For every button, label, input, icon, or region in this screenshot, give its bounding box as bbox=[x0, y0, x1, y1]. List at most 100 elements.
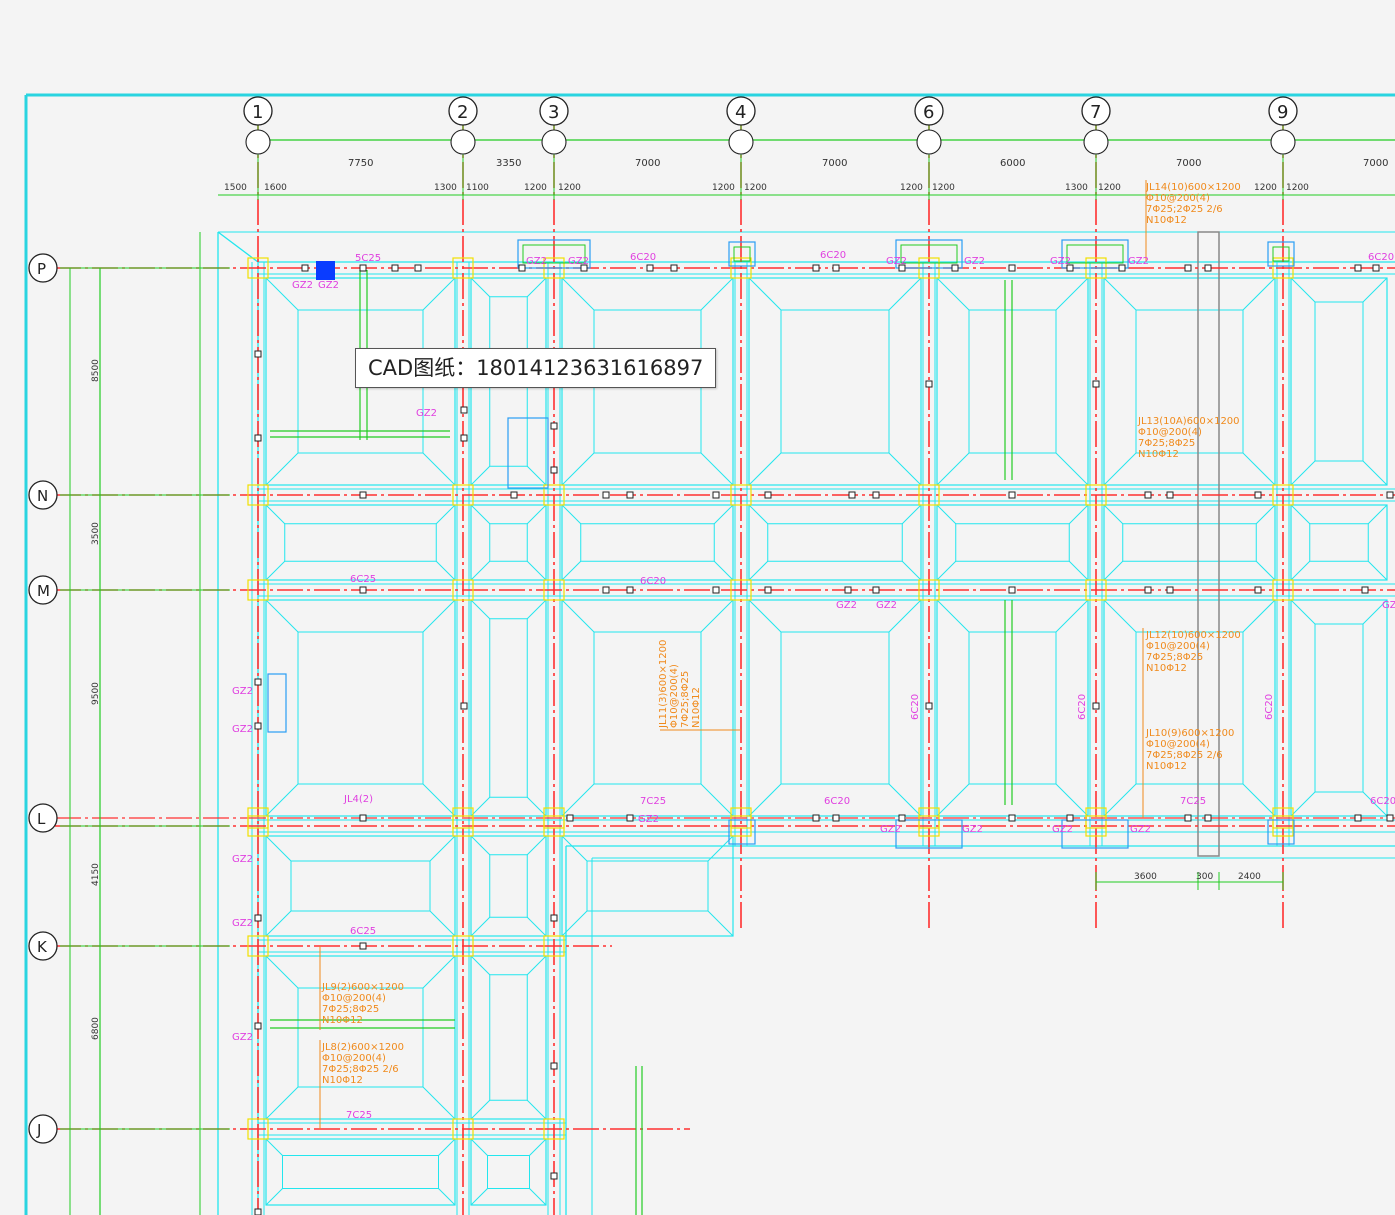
footing-inner bbox=[780, 631, 890, 785]
beam-label-jl9: N10Φ12 bbox=[322, 1015, 363, 1026]
axis-label-top: 3 bbox=[548, 102, 559, 123]
footing-chamfer bbox=[901, 560, 922, 581]
rebar-tag: 7C25 bbox=[1180, 796, 1206, 807]
footing-chamfer bbox=[265, 452, 299, 486]
beam-node bbox=[832, 814, 840, 822]
beam-node bbox=[1372, 264, 1380, 272]
footing-inner bbox=[586, 860, 709, 912]
footing-outer bbox=[1290, 277, 1388, 486]
axis-label-top: 1 bbox=[252, 102, 263, 123]
pile-cap bbox=[1267, 241, 1295, 267]
beam-node bbox=[254, 722, 262, 730]
beam-node bbox=[254, 350, 262, 358]
footing-chamfer bbox=[470, 796, 491, 817]
footing-chamfer bbox=[700, 452, 734, 486]
dim-text-bottom: 3600 bbox=[1134, 872, 1157, 882]
footing-chamfer bbox=[1362, 599, 1388, 625]
beam-label-jl13: N10Φ12 bbox=[1138, 449, 1179, 460]
footing-chamfer bbox=[435, 560, 456, 581]
pile-cap bbox=[728, 819, 756, 845]
beam-node bbox=[414, 264, 422, 272]
axis-bubble-left bbox=[28, 931, 58, 961]
axis-bubble-left bbox=[28, 253, 58, 283]
footing-inner bbox=[767, 523, 903, 562]
footing-chamfer bbox=[422, 277, 456, 311]
beam-label-jl10: N10Φ12 bbox=[1146, 761, 1187, 772]
column-marker bbox=[918, 579, 940, 601]
footing-chamfer bbox=[561, 783, 595, 817]
footing-chamfer bbox=[748, 560, 769, 581]
selection-grip[interactable] bbox=[316, 261, 335, 280]
beam-node bbox=[550, 914, 558, 922]
dim-text-sub: 1600 bbox=[264, 183, 287, 193]
dim-text-sub: 1200 bbox=[1254, 183, 1277, 193]
footing-chamfer bbox=[713, 560, 734, 581]
footing-inner bbox=[580, 523, 715, 562]
pile-cap-inner bbox=[1066, 244, 1124, 264]
pile-cap-inner bbox=[733, 246, 751, 262]
beam-node bbox=[1204, 264, 1212, 272]
footing-chamfer bbox=[561, 277, 595, 311]
footing-inner bbox=[1135, 309, 1244, 454]
footing-chamfer bbox=[1103, 452, 1137, 486]
footing-chamfer bbox=[529, 1138, 547, 1156]
footing-chamfer bbox=[936, 599, 970, 633]
footing-chamfer bbox=[561, 452, 595, 486]
gz2-tag: GZ2 bbox=[962, 824, 983, 835]
beam-label-jl8: JL8(2)600×1200 bbox=[321, 1042, 404, 1053]
footing-chamfer bbox=[700, 277, 734, 311]
axis-bubble-left bbox=[28, 480, 58, 510]
beam-label-jl9: 7Φ25;8Φ25 bbox=[322, 1004, 379, 1015]
gz2-tag: GZ2 bbox=[964, 256, 985, 267]
beam-node bbox=[518, 264, 526, 272]
axis-label-top: 4 bbox=[735, 102, 746, 123]
column-marker bbox=[1085, 807, 1107, 829]
footing-chamfer bbox=[526, 916, 547, 937]
dim-text-top: 7000 bbox=[1176, 158, 1201, 169]
beam-node bbox=[812, 814, 820, 822]
beam-label-jl10: 7Φ25;8Φ25 2/6 bbox=[1146, 750, 1223, 761]
beam-label-jl10: JL10(9)600×1200 bbox=[1145, 728, 1234, 739]
footing-chamfer bbox=[526, 465, 547, 486]
footing-inner bbox=[297, 987, 424, 1088]
footing-chamfer bbox=[265, 835, 292, 862]
footing-chamfer bbox=[936, 504, 957, 525]
dim-text-sub: 1200 bbox=[932, 183, 955, 193]
rebar-tag: 5C25 bbox=[355, 253, 381, 264]
beam-node bbox=[566, 814, 574, 822]
dim-text-sub: 1200 bbox=[558, 183, 581, 193]
axis-gridlines bbox=[55, 125, 1395, 1215]
footing-chamfer bbox=[438, 1138, 456, 1156]
dim-text-top: 6000 bbox=[1000, 158, 1025, 169]
footing-chamfer bbox=[936, 452, 970, 486]
beam-node bbox=[1254, 491, 1262, 499]
dim-text-sub: 1500 bbox=[224, 183, 247, 193]
footing-inner bbox=[780, 309, 890, 454]
gz2-tag: GZ2 bbox=[638, 814, 659, 825]
footing-chamfer bbox=[526, 599, 547, 620]
beam-node bbox=[1144, 491, 1152, 499]
pile-cap bbox=[895, 819, 963, 849]
beam-node bbox=[1386, 491, 1394, 499]
footing-chamfer bbox=[1242, 277, 1276, 311]
footing-chamfer bbox=[526, 277, 547, 298]
rebar-tag: 6C20 bbox=[1264, 694, 1275, 720]
footing-outer bbox=[561, 599, 734, 817]
beam-nodes bbox=[254, 264, 1394, 1215]
beam-node bbox=[254, 1022, 262, 1030]
footing-chamfer bbox=[901, 504, 922, 525]
gz2-tag: GZ2 bbox=[232, 1032, 253, 1043]
footing-chamfer bbox=[1068, 560, 1089, 581]
pile-cap-inner bbox=[522, 244, 586, 264]
gz2-tag: GZ2 bbox=[232, 918, 253, 929]
beam-label-jl8: N10Φ12 bbox=[322, 1075, 363, 1086]
footing-chamfer bbox=[470, 916, 491, 937]
beam-label-jl10: Φ10@200(4) bbox=[1146, 739, 1210, 750]
footing-chamfer bbox=[1362, 791, 1388, 817]
dim-text-sub: 1200 bbox=[1098, 183, 1121, 193]
footing-inner bbox=[489, 618, 528, 798]
column-marker bbox=[452, 257, 474, 279]
footing-chamfer bbox=[265, 1086, 299, 1120]
